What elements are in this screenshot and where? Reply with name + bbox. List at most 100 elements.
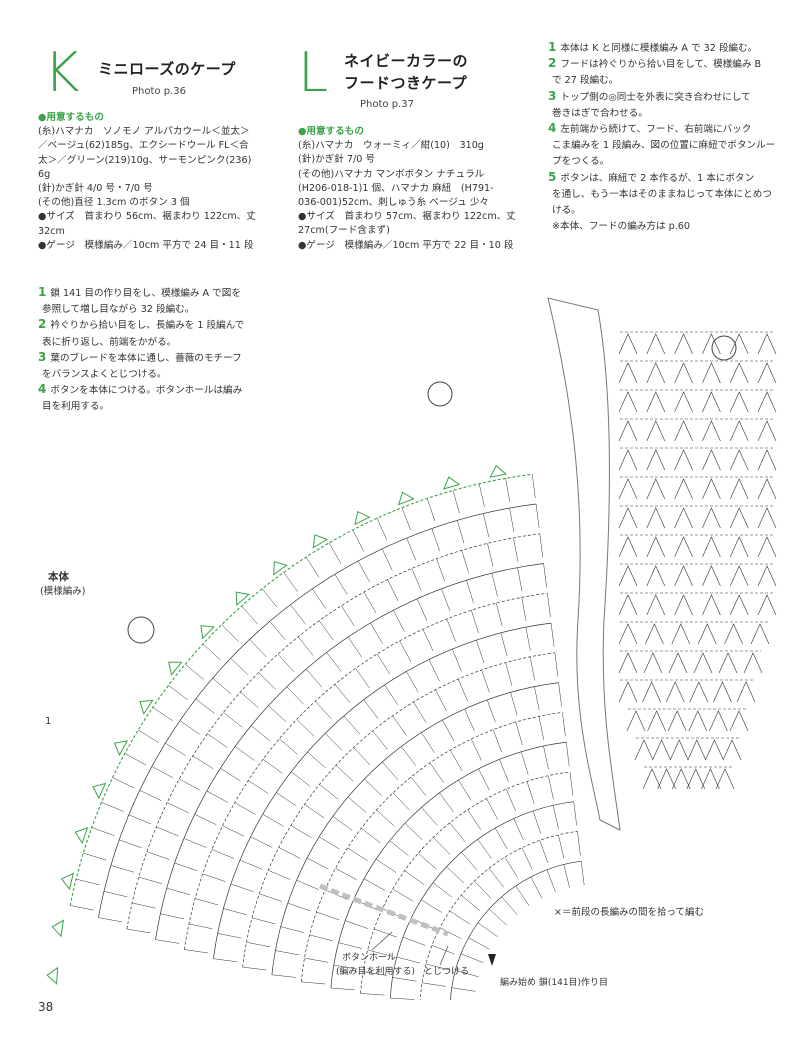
stitch-mark <box>538 716 545 740</box>
stitch-mark <box>461 550 469 574</box>
hood-stitch <box>729 478 749 500</box>
stitch-mark <box>363 591 377 614</box>
hood-stitch <box>667 710 687 732</box>
stitch-mark <box>242 966 267 971</box>
l-size-line: ●サイズ 首まわり 57cm、裾まわり 122cm、丈 <box>298 211 516 223</box>
step-text: ボタンを本体につける。ボタンホールは編み <box>50 385 243 397</box>
hood-stitch <box>642 681 661 703</box>
stitch-mark <box>505 478 511 502</box>
stitch-mark <box>278 847 301 859</box>
hood-stitch <box>634 739 654 761</box>
stitch-mark <box>174 862 198 872</box>
stitch-mark <box>290 604 306 624</box>
row-arc <box>389 801 574 999</box>
stitch-mark <box>283 572 299 592</box>
hood-stitch <box>618 478 638 500</box>
attach-label: とじつける <box>424 966 469 977</box>
hood-stitch <box>618 536 638 558</box>
step-text: 目を利用する。 <box>42 401 110 413</box>
stitch-mark <box>413 701 427 723</box>
l-material-line: (針)かぎ針 7/0 号 <box>298 154 375 166</box>
k-step: 参照して増し目ながら 32 段編む。 <box>38 301 288 317</box>
stitch-mark <box>416 598 428 621</box>
stitch-mark <box>481 669 490 693</box>
hood-stitch <box>646 594 666 616</box>
stitch-mark <box>184 949 209 954</box>
stitch-mark <box>335 868 357 880</box>
hood-stitch <box>657 768 676 790</box>
stitch-mark <box>525 627 531 651</box>
stitch-mark <box>249 639 267 657</box>
stitch-mark <box>429 762 444 783</box>
stitch-mark <box>455 970 479 978</box>
l-material-line: 036-001)52cm、刺しゅう糸 ベージュ 少々 <box>298 197 490 209</box>
stitch-mark <box>478 483 485 508</box>
stitch-mark <box>83 852 107 861</box>
stitch-mark <box>291 771 311 787</box>
stitch-mark <box>376 653 391 675</box>
stitch-mark <box>452 648 462 672</box>
hood-stitch <box>689 681 709 703</box>
marker-circle <box>127 616 155 644</box>
pattern-label: (模様編み) <box>40 585 85 597</box>
hood-stitch <box>618 449 638 471</box>
stitch-mark <box>486 798 499 820</box>
stitch-mark <box>290 825 312 839</box>
stitch-mark <box>577 831 581 856</box>
step-text: プをつくる。 <box>552 156 610 168</box>
stitch-mark <box>152 707 173 722</box>
l-step: で 27 段編む。 <box>548 72 788 88</box>
stitch-mark <box>347 796 367 813</box>
step-number: 2 <box>38 317 47 332</box>
stitch-mark <box>421 807 438 826</box>
start-label: 編み始め 鎖(141目)作り目 <box>500 976 608 988</box>
stitch-mark <box>259 893 283 902</box>
k-step: 表に折り返し、前端をかがる。 <box>38 334 288 350</box>
stitch-mark <box>517 567 523 592</box>
stitch-mark <box>223 712 243 728</box>
step-text: ※本体、フードの編み方は p.60 <box>552 221 690 233</box>
stitch-mark <box>220 768 241 782</box>
stitch-mark <box>207 733 228 748</box>
stitch-mark <box>558 834 565 859</box>
hood-stitch <box>702 565 721 587</box>
stitch-mark <box>328 542 342 564</box>
stitch-mark <box>168 685 188 700</box>
stitch-mark <box>449 822 465 842</box>
step-text: トップ側の◎同士を外表に突き合わせにして <box>560 91 751 103</box>
hood-stitch <box>757 333 777 355</box>
step-text: 衿ぐりから拾い目をし、長編みを 1 段編んで <box>50 320 245 332</box>
hood-stitch <box>702 478 721 500</box>
hood-stitch <box>702 507 721 529</box>
hood-stitch <box>729 507 749 529</box>
hood-stitch <box>646 478 666 500</box>
stitch-mark <box>309 934 333 942</box>
hood-stitch <box>626 710 646 732</box>
stitch-mark <box>241 605 258 625</box>
stitch-mark <box>151 766 174 779</box>
stitch-mark <box>138 876 162 884</box>
hood-stitch <box>646 420 666 442</box>
stitch-mark <box>166 802 189 814</box>
stitch-mark <box>372 730 388 750</box>
stitch-mark <box>268 870 291 880</box>
stitch-mark <box>376 809 395 827</box>
step-number: 4 <box>548 121 557 136</box>
stitch-mark <box>464 708 475 732</box>
hood-stitch <box>729 710 749 732</box>
hood-stitch <box>718 652 738 674</box>
stitch-mark <box>515 722 523 746</box>
stitch-mark <box>345 920 368 929</box>
stitch-mark <box>521 597 527 621</box>
l-title-line1: ネイビーカラーの <box>344 52 469 70</box>
stitch-mark <box>211 849 235 859</box>
stitch-mark <box>139 790 162 801</box>
step-number: 3 <box>38 349 47 364</box>
stitch-mark <box>487 543 494 567</box>
hood-stitch <box>702 333 721 355</box>
stitch-mark <box>98 917 123 923</box>
step-text: ボタンは、麻紐で 2 本作るが、1 本にボタン <box>560 172 755 184</box>
hood-stitch <box>702 449 721 471</box>
